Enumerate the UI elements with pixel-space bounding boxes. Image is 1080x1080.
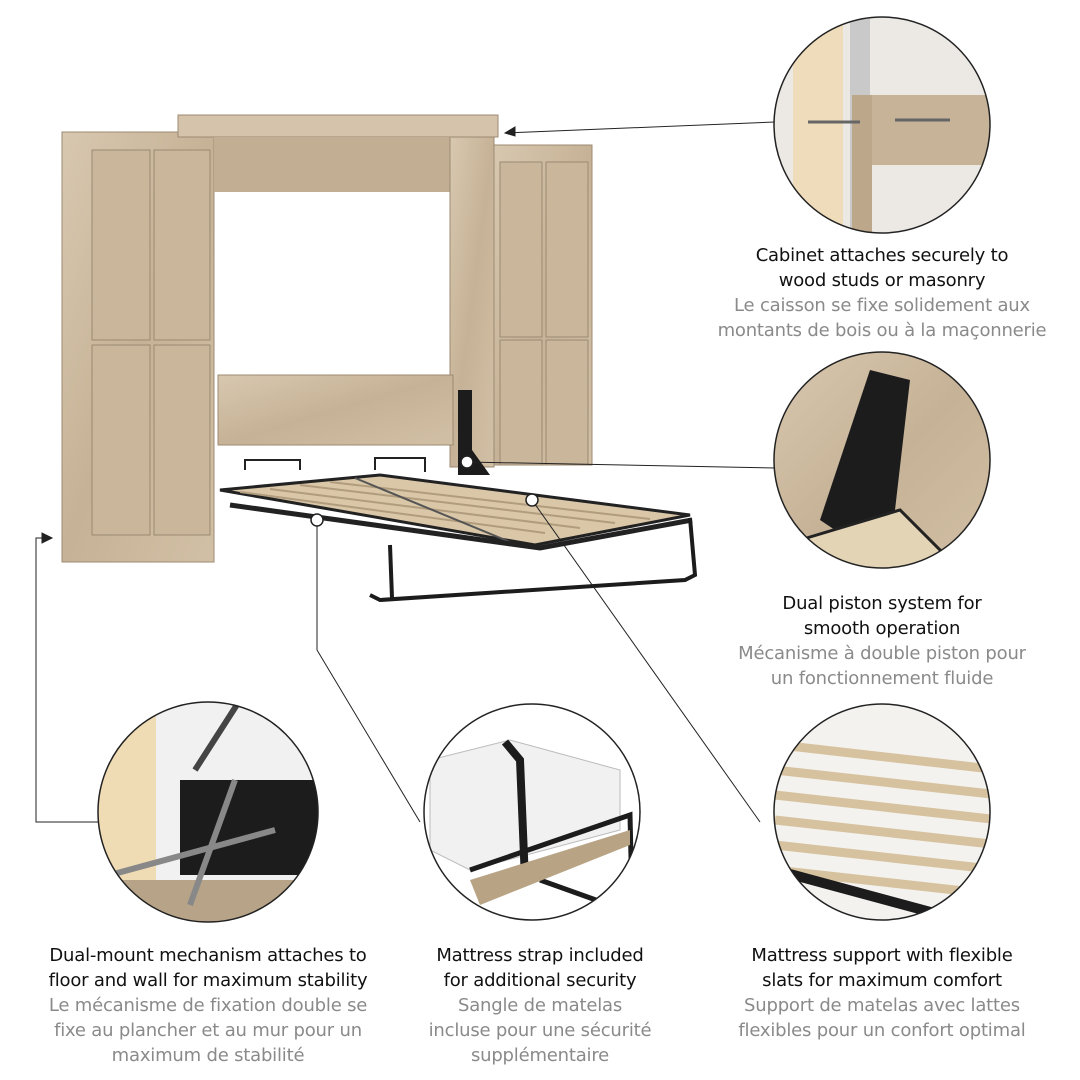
detail-mattress-strap [423, 703, 641, 921]
caption-en-line: Mattress strap included [436, 945, 644, 966]
caption-fr-line: Support de matelas avec lattes [744, 995, 1020, 1016]
caption-en-line: for additional security [443, 970, 637, 991]
caption-fr-line: incluse pour une sécurité [428, 1020, 652, 1041]
caption-fr-line: un fonctionnement fluide [770, 668, 994, 689]
caption-strap: Mattress strap included for additional s… [390, 943, 690, 1068]
caption-en-line: slats for maximum comfort [762, 970, 1002, 991]
caption-dual-mount: Dual-mount mechanism attaches to floor a… [8, 943, 408, 1068]
caption-en-line: floor and wall for maximum stability [48, 970, 368, 991]
caption-en-line: smooth operation [803, 618, 961, 639]
detail-flexible-slats [773, 703, 991, 921]
caption-en-line: Dual-mount mechanism attaches to [49, 945, 367, 966]
caption-en-line: wood studs or masonry [778, 270, 986, 291]
caption-fr-line: Sangle de matelas [457, 995, 622, 1016]
caption-fr-line: supplémentaire [470, 1045, 610, 1066]
callout-dot-slats [525, 493, 539, 507]
caption-fr-line: maximum de stabilité [111, 1045, 305, 1066]
detail-dual-mount [97, 701, 319, 923]
detail-piston [773, 351, 991, 569]
caption-fr-line: montants de bois ou à la maçonnerie [717, 320, 1047, 341]
caption-fr-line: Mécanisme à double piston pour [738, 643, 1026, 664]
murphy-bed-unit [61, 114, 698, 603]
caption-fr-line: Le caisson se fixe solidement aux [734, 295, 1030, 316]
caption-fr-line: flexibles pour un confort optimal [738, 1020, 1026, 1041]
caption-fr-line: Le mécanisme de fixation double se [48, 995, 368, 1016]
caption-en-line: Cabinet attaches securely to [755, 245, 1009, 266]
detail-cabinet-attachment [773, 16, 991, 234]
caption-cabinet: Cabinet attaches securely to wood studs … [682, 243, 1080, 343]
callout-dot-strap [310, 513, 324, 527]
caption-fr-line: fixe au plancher et au mur pour un [54, 1020, 362, 1041]
caption-slats: Mattress support with flexible slats for… [692, 943, 1072, 1043]
callout-dot-piston [460, 455, 474, 469]
caption-piston: Dual piston system for smooth operation … [682, 591, 1080, 691]
caption-en-line: Dual piston system for [782, 593, 982, 614]
leader-lines [35, 121, 776, 823]
caption-en-line: Mattress support with flexible [751, 945, 1013, 966]
